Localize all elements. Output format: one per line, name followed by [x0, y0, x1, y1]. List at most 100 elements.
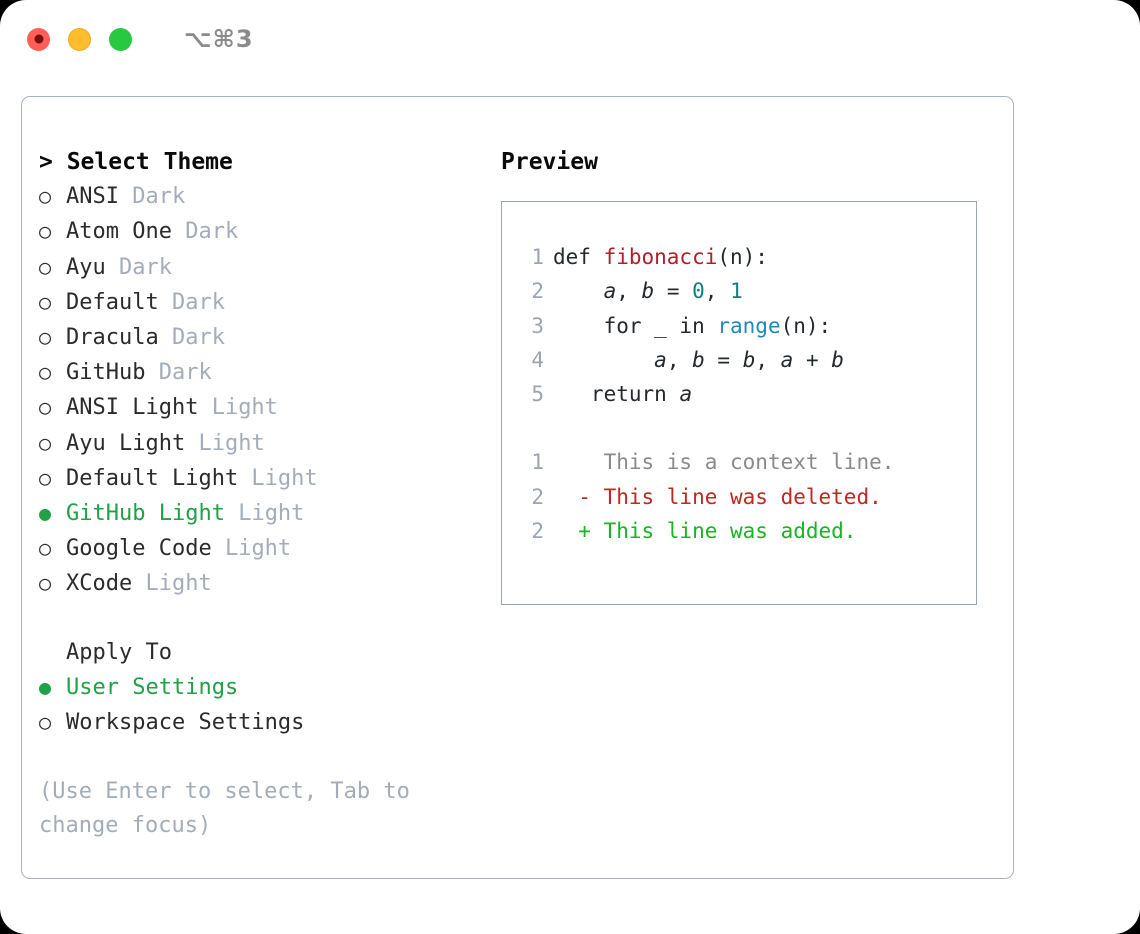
radio-unselected-icon: ○: [39, 536, 52, 561]
code-token: fibonacci: [603, 245, 718, 270]
theme-option-variant: Light: [132, 571, 212, 597]
radio-unselected-icon: ○: [39, 710, 52, 735]
radio-unselected-icon: ○: [39, 289, 52, 314]
code-line: 5 return a: [522, 377, 976, 411]
diff-sign: [553, 450, 604, 474]
theme-option-variant: Dark: [158, 325, 225, 351]
theme-option-default-light[interactable]: ○Default Light Light: [39, 461, 491, 496]
code-token: a: [780, 347, 794, 372]
theme-option-variant: Dark: [145, 360, 212, 386]
keyboard-hint-text: (Use Enter to select, Tab to change focu…: [39, 778, 424, 838]
code-token: [553, 279, 604, 303]
code-token: =: [704, 347, 743, 372]
code-line: 3 for _ in range(n):: [522, 309, 976, 343]
main-panel: > Select Theme ○ANSI Dark○Atom One Dark○…: [21, 96, 1014, 879]
code-token: a: [654, 347, 667, 372]
theme-option-google-code[interactable]: ○ Google Code Light: [39, 531, 491, 566]
maximize-button[interactable]: [109, 27, 132, 51]
hint-spacer: [39, 740, 491, 774]
theme-option-label: Atom One: [66, 219, 172, 245]
preview-heading: Preview: [501, 149, 598, 175]
theme-option-label: ANSI: [66, 184, 119, 210]
diff-line: 2 - This line was deleted.: [522, 480, 976, 514]
apply-to-option-user-settings[interactable]: ● User Settings: [39, 670, 491, 705]
line-number: 3: [531, 313, 544, 338]
radio-unselected-icon: ○: [39, 325, 52, 350]
minimize-button[interactable]: [68, 27, 91, 51]
theme-option-variant: Light: [185, 430, 265, 456]
apply-to-option-label: Workspace Settings: [66, 710, 305, 736]
theme-option-label: GitHub: [66, 360, 146, 386]
code-token: return: [553, 382, 680, 407]
code-token: +: [793, 347, 832, 372]
keyboard-shortcut-label: ⌥⌘3: [184, 25, 254, 53]
code-token: =: [654, 279, 693, 304]
close-button[interactable]: [27, 27, 50, 51]
theme-option-label: Google Code: [66, 536, 212, 562]
line-number: 2: [531, 279, 544, 304]
theme-option-default[interactable]: ○Default Dark: [39, 285, 491, 320]
code-token: (n):: [717, 245, 768, 270]
diff-text: This line was added.: [603, 518, 857, 543]
line-number: 2: [531, 484, 544, 509]
traffic-light-group: [27, 27, 132, 51]
radio-unselected-icon: ○: [39, 395, 52, 420]
theme-option-xcode[interactable]: ○XCode Light: [39, 566, 491, 601]
theme-option-ayu[interactable]: ○Ayu Dark: [39, 250, 491, 285]
theme-option-ayu-light[interactable]: ○Ayu Light Light: [39, 426, 491, 461]
line-number: 5: [531, 382, 544, 407]
theme-option-variant: Dark: [171, 219, 239, 245]
code-token: def: [553, 245, 604, 270]
radio-selected-icon: ●: [39, 675, 52, 700]
theme-option-variant: Dark: [118, 184, 186, 210]
code-token: 0: [692, 279, 705, 304]
theme-option-dracula[interactable]: ○ Dracula Dark: [39, 320, 491, 355]
code-token: ,: [755, 347, 781, 372]
code-token: b: [692, 347, 705, 372]
list-spacer: [39, 602, 491, 636]
line-number: 1: [531, 450, 544, 475]
code-token: ,: [666, 347, 693, 372]
radio-unselected-icon: ○: [39, 430, 52, 455]
line-number: 2: [531, 518, 544, 543]
code-token: b: [641, 279, 655, 304]
theme-option-variant: Light: [211, 536, 292, 562]
theme-option-atom-one[interactable]: ○Atom One Dark: [39, 214, 491, 249]
code-token: (n):: [780, 313, 832, 338]
theme-option-github-light[interactable]: ●GitHub Light Light: [39, 496, 491, 531]
code-diff-separator: [522, 411, 976, 445]
apply-to-list: ● User Settings ○ Workspace Settings: [39, 670, 491, 740]
apply-to-option-workspace-settings[interactable]: ○ Workspace Settings: [39, 705, 491, 740]
theme-option-label: Ayu: [66, 254, 106, 280]
title-bar: ⌥⌘3: [0, 0, 1140, 78]
apply-to-heading: Apply To: [66, 639, 172, 665]
code-token: range: [717, 313, 781, 338]
diff-line: 2 + This line was added.: [522, 514, 976, 548]
theme-option-ansi[interactable]: ○ANSI Dark: [39, 179, 491, 214]
theme-option-ansi-light[interactable]: ○ANSI Light Light: [39, 390, 491, 425]
diff-sign: +: [553, 518, 604, 543]
code-line: 4 a, b = b, a + b: [522, 343, 976, 377]
apply-to-option-label: User Settings: [66, 675, 239, 701]
theme-option-label: Dracula: [66, 325, 159, 351]
radio-unselected-icon: ○: [39, 254, 52, 279]
theme-option-variant: Light: [224, 501, 305, 527]
radio-unselected-icon: ○: [39, 465, 52, 490]
code-line: 2 a, b = 0, 1: [522, 274, 976, 308]
code-token: b: [742, 347, 756, 372]
code-token: ,: [616, 279, 642, 304]
select-theme-heading: > Select Theme: [39, 149, 233, 175]
theme-option-label: ANSI Light: [66, 395, 199, 421]
diff-line: 1 This is a context line.: [522, 445, 976, 479]
code-token: [553, 348, 654, 372]
code-token: for _ in: [553, 313, 718, 338]
diff-text: This is a context line.: [603, 450, 895, 475]
code-token: a: [603, 279, 617, 304]
theme-option-variant: Light: [238, 465, 318, 491]
line-number: 4: [531, 347, 544, 372]
theme-option-label: Default: [66, 289, 159, 315]
theme-option-github[interactable]: ○GitHub Dark: [39, 355, 491, 390]
